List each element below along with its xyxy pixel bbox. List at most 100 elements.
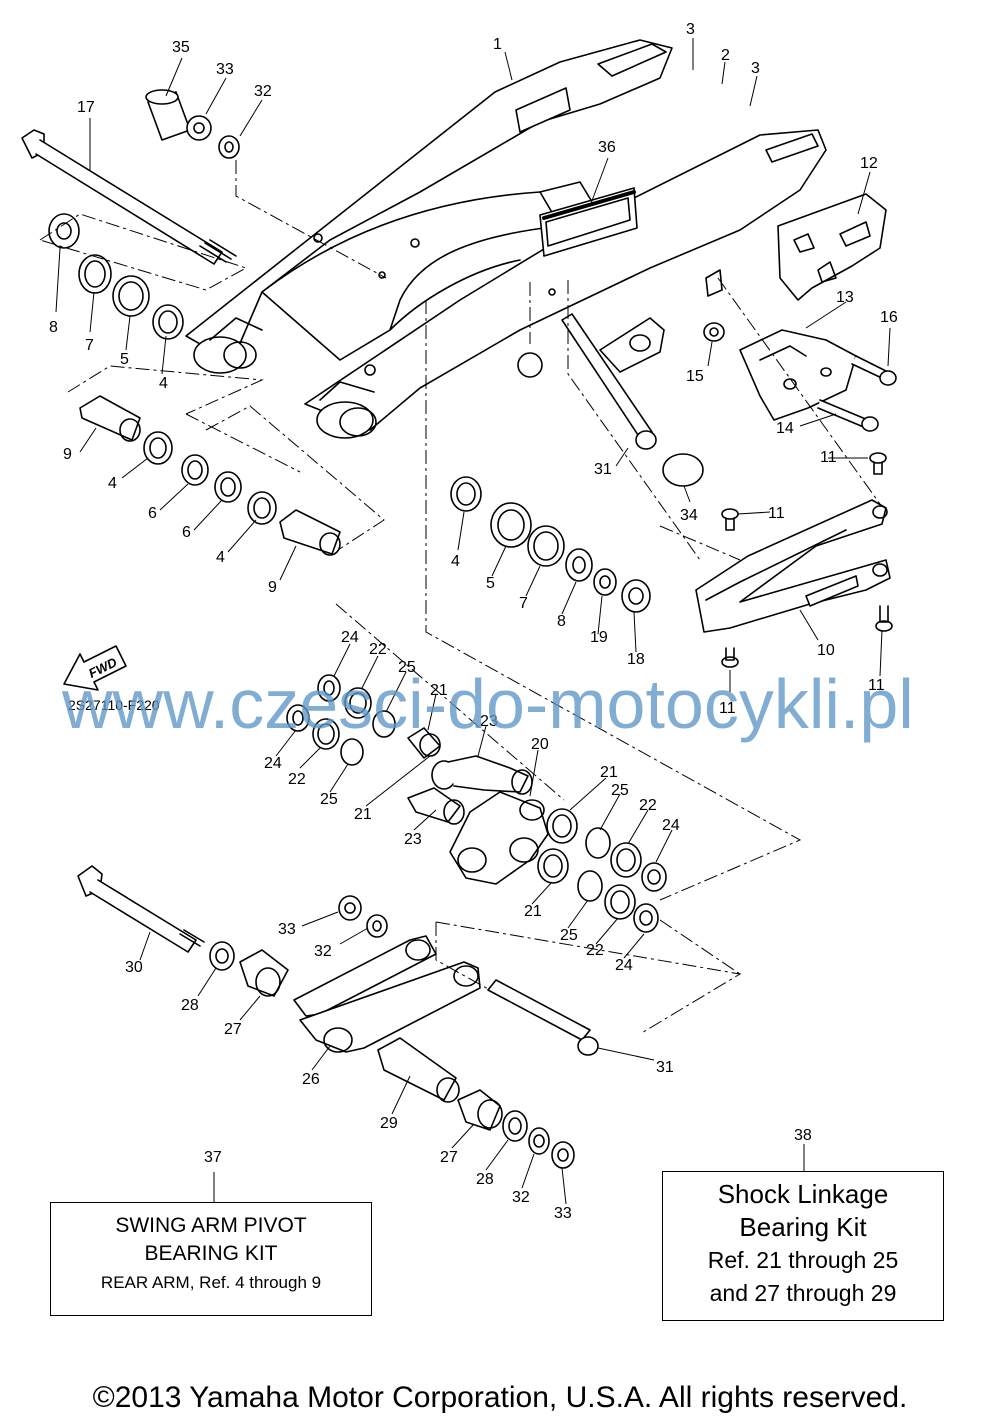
label-22: 22 xyxy=(639,797,657,814)
label-30: 30 xyxy=(125,959,143,976)
label-4: 4 xyxy=(216,549,225,566)
label-7: 7 xyxy=(519,595,528,612)
chain-guide-12 xyxy=(777,193,887,301)
chain-guide-13 xyxy=(739,329,857,421)
pivot-kit-line-3: REAR ARM, Ref. 4 through 9 xyxy=(100,1273,322,1292)
label-20: 20 xyxy=(531,736,549,753)
shock-linkage-kit-box: Shock Linkage Bearing Kit Ref. 21 throug… xyxy=(662,1171,944,1321)
label-17: 17 xyxy=(77,99,95,116)
label-21: 21 xyxy=(430,682,448,699)
label-36: 36 xyxy=(598,139,616,156)
label-10: 10 xyxy=(817,642,835,659)
shaft-31-upper xyxy=(561,313,657,450)
sticker-36 xyxy=(539,187,638,257)
label-19: 19 xyxy=(590,629,608,646)
pivot-kit-line-2: BEARING KIT xyxy=(144,1242,278,1265)
fwd-arrow-icon xyxy=(63,645,127,691)
label-9: 9 xyxy=(63,446,72,463)
linkage-kit-line-4: and 27 through 29 xyxy=(709,1280,897,1306)
bolts-11 xyxy=(721,452,893,668)
bolt-30 xyxy=(77,865,205,953)
axle-17 xyxy=(21,129,237,265)
label-33: 33 xyxy=(216,61,234,78)
label-29: 29 xyxy=(380,1115,398,1132)
bolt-14 xyxy=(817,399,879,432)
label-31: 31 xyxy=(594,461,612,478)
label-3: 3 xyxy=(686,21,695,38)
label-28: 28 xyxy=(181,997,199,1014)
linkage-kit-line-1: Shock Linkage xyxy=(717,1179,889,1209)
dashed-lines xyxy=(38,160,881,1035)
label-34: 34 xyxy=(680,507,698,524)
linkage-kit-line-3: Ref. 21 through 25 xyxy=(707,1247,899,1273)
label-15: 15 xyxy=(686,368,704,385)
washers-lower-left xyxy=(209,895,388,997)
label-26: 26 xyxy=(302,1071,320,1088)
label-37: 37 xyxy=(204,1149,222,1166)
label-5: 5 xyxy=(486,575,495,592)
bolt-16 xyxy=(851,355,897,386)
label-27: 27 xyxy=(224,1021,242,1038)
label-27: 27 xyxy=(440,1149,458,1166)
label-32: 32 xyxy=(254,83,272,100)
label-4: 4 xyxy=(451,553,460,570)
label-16: 16 xyxy=(880,309,898,326)
pivot-bearings xyxy=(48,213,341,556)
pivot-kit-line-1: SWING ARM PIVOT xyxy=(115,1214,307,1237)
cap-34 xyxy=(662,453,704,487)
upper-bearing-stack xyxy=(450,476,651,613)
pivot-bearing-kit-box: SWING ARM PIVOT BEARING KIT REAR ARM, Re… xyxy=(50,1202,372,1316)
label-3: 3 xyxy=(751,60,760,77)
label-24: 24 xyxy=(264,755,282,772)
label-25: 25 xyxy=(611,782,629,799)
linkage-bearings-lower xyxy=(537,808,667,933)
label-32: 32 xyxy=(512,1189,530,1206)
label-32: 32 xyxy=(314,943,332,960)
label-6: 6 xyxy=(148,505,157,522)
label-24: 24 xyxy=(615,957,633,974)
label-21: 21 xyxy=(524,903,542,920)
label-21: 21 xyxy=(600,764,618,781)
label-9: 9 xyxy=(268,579,277,596)
leader-lines xyxy=(55,38,891,1205)
label-8: 8 xyxy=(49,319,58,336)
label-23: 23 xyxy=(480,713,498,730)
diagram-code: 2S27110-F220 xyxy=(68,697,160,713)
linkage-kit-line-2: Bearing Kit xyxy=(739,1212,867,1242)
washer-32-top xyxy=(218,135,240,159)
label-6: 6 xyxy=(182,524,191,541)
label-25: 25 xyxy=(398,659,416,676)
label-1: 1 xyxy=(493,36,502,53)
label-4: 4 xyxy=(108,475,117,492)
label-35: 35 xyxy=(172,39,190,56)
chain-support-10 xyxy=(695,499,891,633)
linkage-bearings-upper xyxy=(286,674,533,825)
connecting-rod-26 xyxy=(293,935,481,1053)
swing-arm xyxy=(185,39,827,439)
collar-15 xyxy=(703,322,725,342)
label-5: 5 xyxy=(120,351,129,368)
label-2: 2 xyxy=(721,47,730,64)
label-13: 13 xyxy=(836,289,854,306)
shaft-31-lower xyxy=(487,979,599,1056)
copyright-footer: ©2013 Yamaha Motor Corporation, U.S.A. A… xyxy=(92,1381,908,1414)
label-7: 7 xyxy=(85,337,94,354)
label-4: 4 xyxy=(159,375,168,392)
label-22: 22 xyxy=(369,641,387,658)
label-38: 38 xyxy=(794,1127,812,1144)
label-24: 24 xyxy=(341,629,359,646)
relay-arm-20 xyxy=(449,791,549,885)
label-23: 23 xyxy=(404,831,422,848)
label-11: 11 xyxy=(820,449,837,466)
label-11: 11 xyxy=(768,505,785,522)
label-25: 25 xyxy=(320,791,338,808)
label-22: 22 xyxy=(586,942,604,959)
label-22: 22 xyxy=(288,771,306,788)
lower-spacers xyxy=(377,1037,575,1169)
label-25: 25 xyxy=(560,927,578,944)
label-31: 31 xyxy=(656,1059,674,1076)
label-11: 11 xyxy=(868,677,885,694)
label-18: 18 xyxy=(627,651,645,668)
label-14: 14 xyxy=(776,420,794,437)
